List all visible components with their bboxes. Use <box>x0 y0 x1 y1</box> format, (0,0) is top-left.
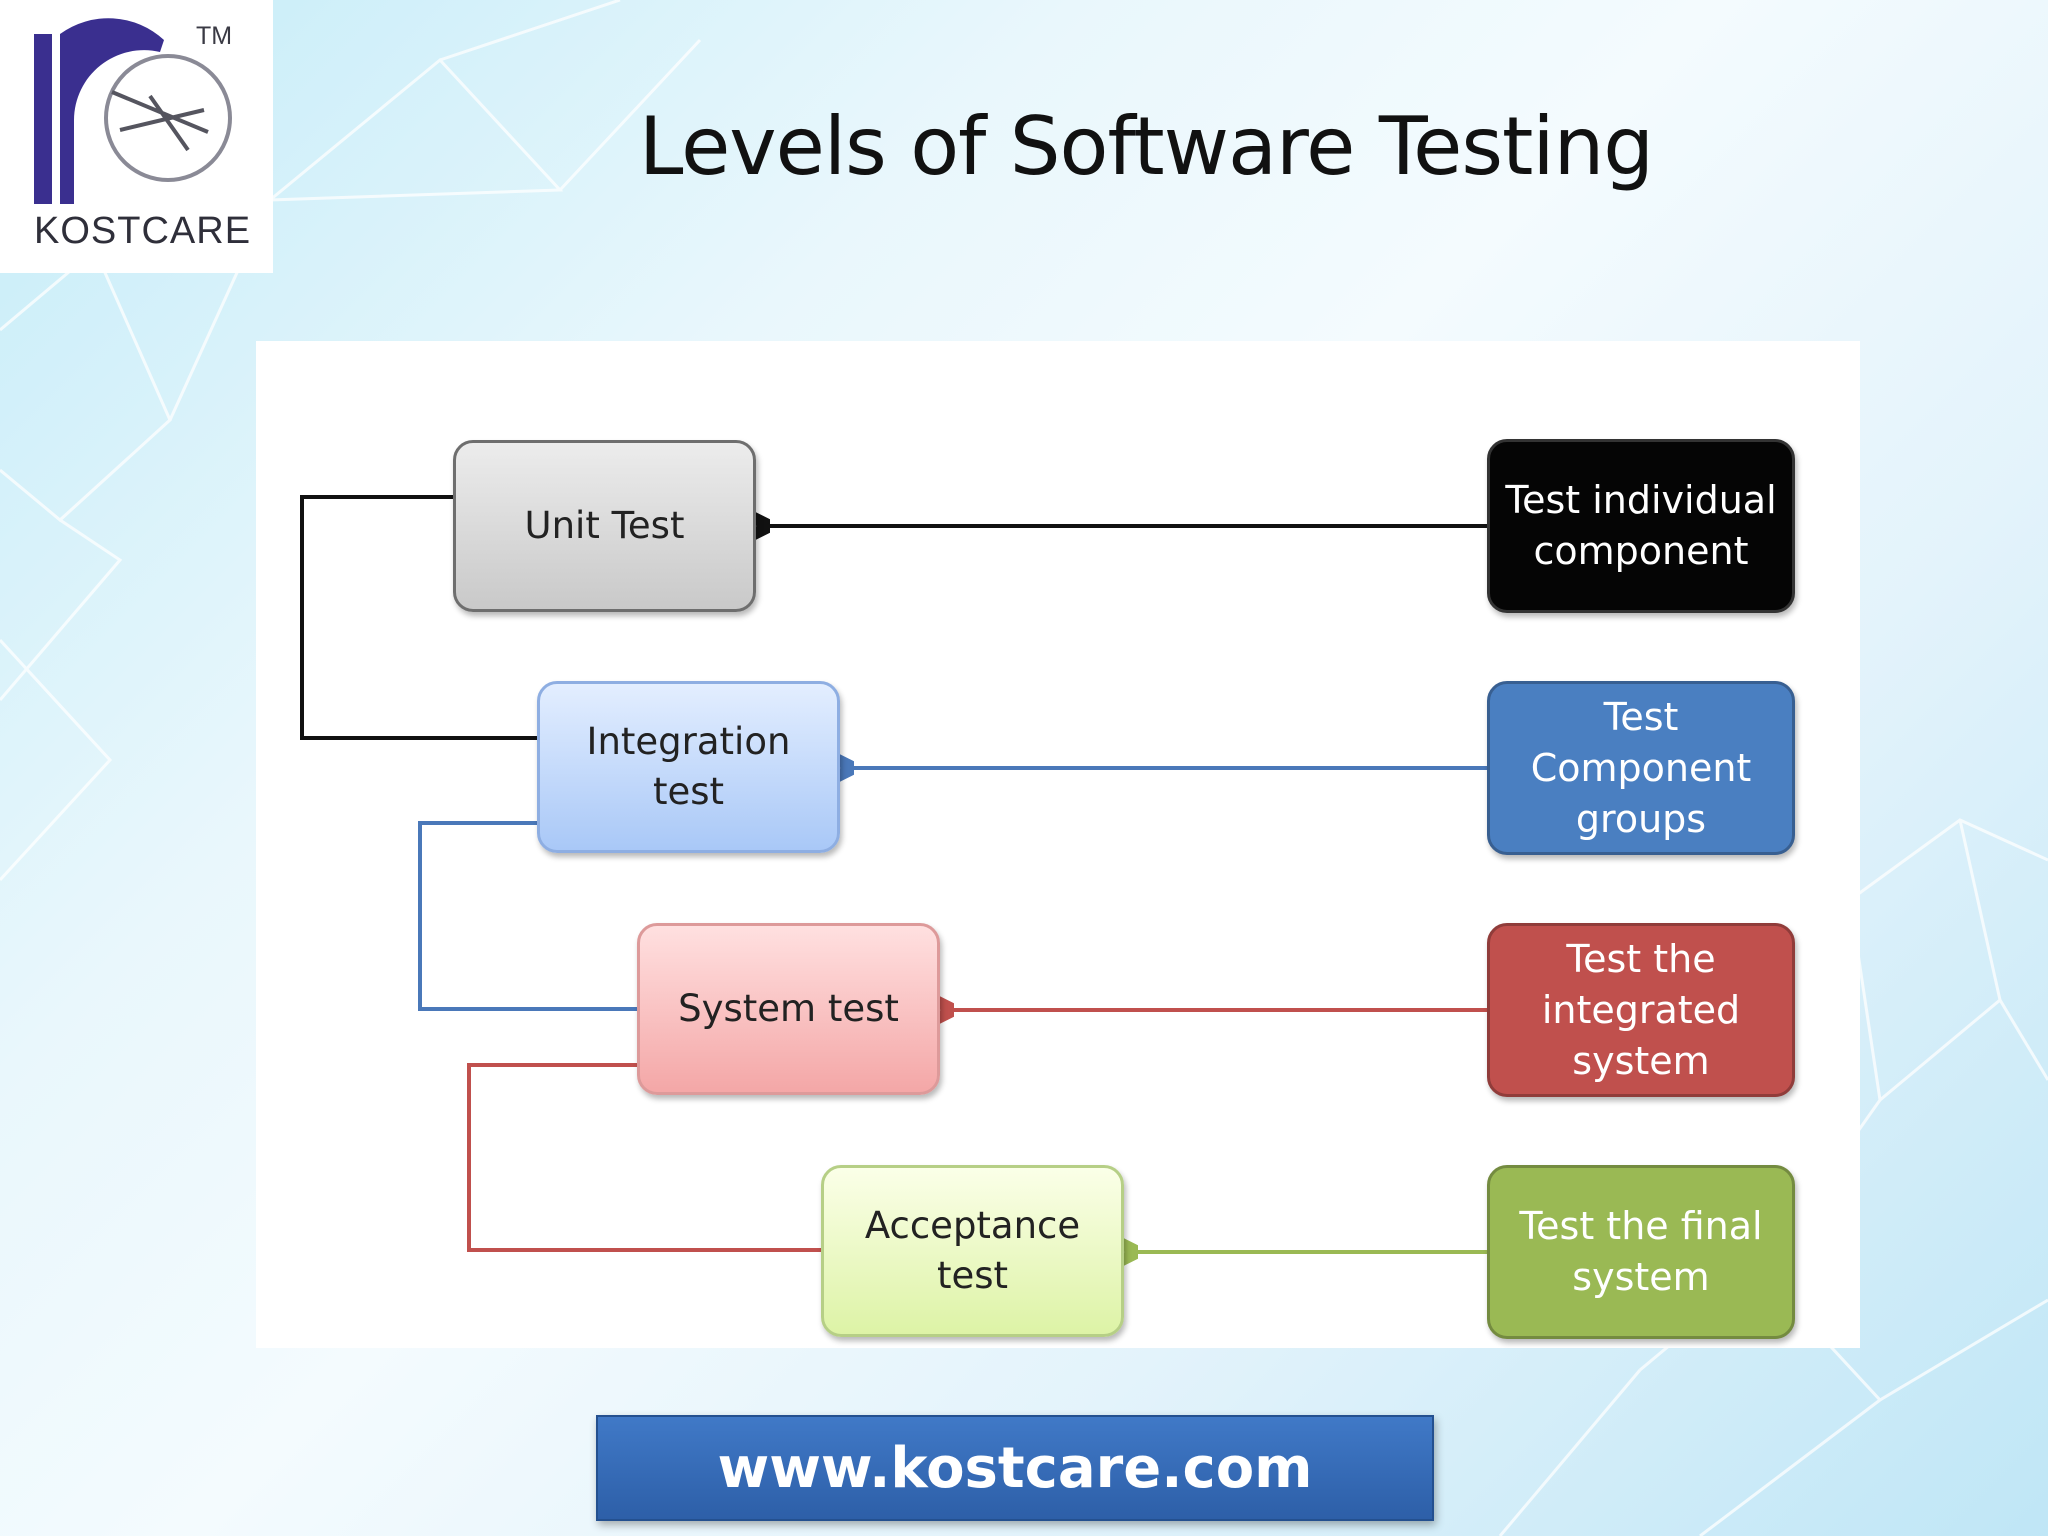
desc-acceptance: Test the final system <box>1487 1165 1795 1339</box>
desc-unit: Test individual component <box>1487 439 1795 613</box>
level-system-test: System test <box>637 923 940 1095</box>
kostcare-logo-mark <box>34 18 232 205</box>
website-banner[interactable]: www.kostcare.com <box>596 1415 1434 1521</box>
level-unit-test: Unit Test <box>453 440 756 612</box>
level-acceptance-test: Acceptance test <box>821 1165 1124 1337</box>
elbow-system-acceptance <box>467 1063 821 1252</box>
elbow-unit-integration <box>300 495 537 740</box>
trademark-label: TM <box>196 22 233 50</box>
brand-name: KOSTCARE <box>34 210 252 252</box>
logo: TM KOSTCARE <box>0 0 273 273</box>
connector-lines <box>300 495 1487 1348</box>
testing-levels-diagram: Unit Test Integration test System test A… <box>256 341 1860 1348</box>
slide-title: Levels of Software Testing <box>638 100 1654 193</box>
desc-integration: Test Component groups <box>1487 681 1795 855</box>
level-integration-test: Integration test <box>537 681 840 853</box>
elbow-integration-system <box>418 821 637 1011</box>
desc-system: Test the integrated system <box>1487 923 1795 1097</box>
